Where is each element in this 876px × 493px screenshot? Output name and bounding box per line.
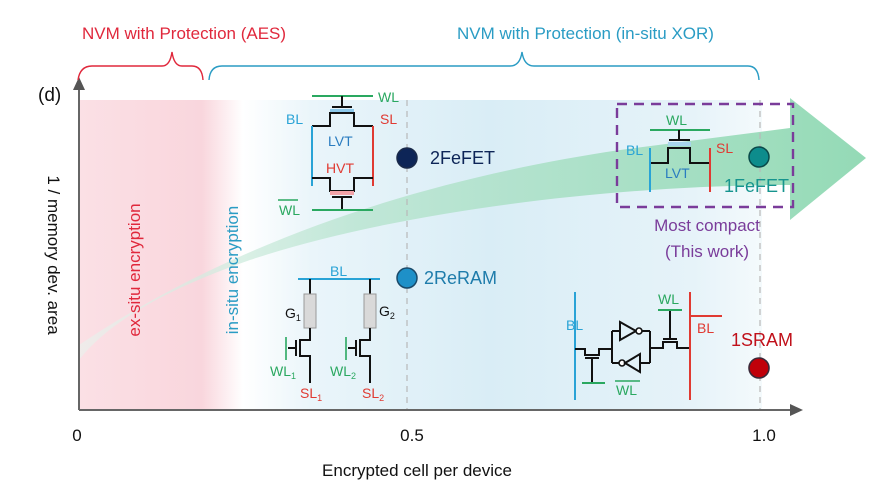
x-tick-0.5: 0.5: [400, 426, 424, 445]
svg-text:WL: WL: [378, 89, 399, 105]
region-ex-situ: ex-situ encryption: [125, 203, 144, 336]
label-2reram: 2ReRAM: [424, 268, 497, 288]
label-1sram: 1SRAM: [731, 330, 793, 350]
circuit-sram: BL WL BL WL: [566, 291, 722, 400]
marker-1fefet: [748, 146, 770, 168]
svg-text:HVT: HVT: [326, 160, 354, 176]
svg-text:BL: BL: [697, 320, 714, 336]
header-aes: NVM with Protection (AES): [82, 24, 286, 43]
svg-text:BL: BL: [626, 142, 643, 158]
marker-2fefet: [396, 147, 418, 169]
y-axis-arrow-icon: [73, 77, 85, 90]
svg-text:BL: BL: [330, 263, 347, 279]
svg-text:LVT: LVT: [328, 133, 353, 149]
marker-2reram: [396, 267, 418, 289]
label-2fefet: 2FeFET: [430, 148, 495, 168]
brace-aes: [77, 51, 204, 81]
circuit-2fefet: WL BL SL LVT HVT WL: [278, 89, 399, 218]
panel-label: (d): [38, 85, 61, 106]
label-1fefet: 1FeFET: [724, 176, 789, 196]
marker-1sram: [748, 357, 770, 379]
svg-text:WL1: WL1: [270, 363, 296, 381]
x-axis-label: Encrypted cell per device: [322, 461, 512, 480]
svg-text:WL2: WL2: [330, 363, 356, 381]
trend-arrow: [79, 98, 866, 360]
highlight-line1: Most compact: [654, 216, 760, 235]
y-axis-label: 1 / memory dev. area: [44, 175, 63, 335]
svg-text:WL: WL: [658, 291, 679, 307]
svg-text:SL: SL: [716, 140, 733, 156]
svg-text:G2: G2: [379, 303, 395, 321]
svg-text:LVT: LVT: [665, 165, 690, 181]
svg-text:WL: WL: [666, 112, 687, 128]
circuit-2reram: BL G1 G2 WL1 WL2 SL1 SL2: [270, 263, 395, 403]
highlight-line2: (This work): [665, 242, 749, 261]
circuit-1fefet: WL BL SL LVT: [626, 112, 733, 192]
x-tick-0: 0: [72, 426, 81, 445]
svg-text:SL: SL: [380, 111, 397, 127]
this-work-highlight-box: [615, 102, 795, 209]
region-in-situ: in-situ encryption: [223, 206, 242, 335]
svg-text:BL: BL: [286, 111, 303, 127]
x-tick-1.0: 1.0: [752, 426, 776, 445]
header-xor: NVM with Protection (in-situ XOR): [457, 24, 714, 43]
svg-text:WL: WL: [616, 382, 637, 398]
svg-text:SL2: SL2: [362, 385, 384, 403]
brace-xor: [208, 51, 760, 81]
x-axis-arrow-icon: [790, 404, 803, 416]
svg-text:G1: G1: [285, 305, 301, 323]
svg-text:WL: WL: [279, 202, 300, 218]
svg-text:SL1: SL1: [300, 385, 322, 403]
